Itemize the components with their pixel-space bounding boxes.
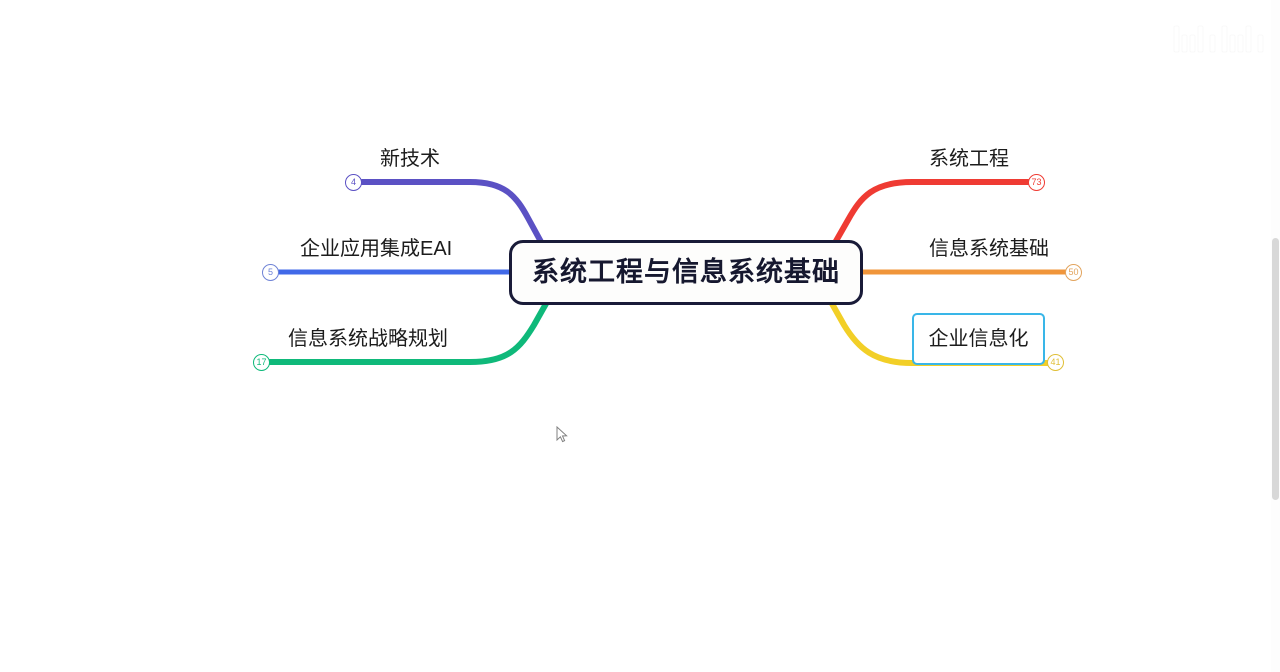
badge-strategic-planning[interactable]: 17 [253, 354, 270, 371]
player-control-bar[interactable] [1050, 10, 1258, 28]
subtitle-icon[interactable] [1050, 10, 1068, 28]
topic-label-eai[interactable]: 企业应用集成EAI [300, 239, 452, 259]
topic-text: 企业应用集成EAI [300, 238, 453, 260]
bilibili-watermark [1172, 22, 1272, 65]
badge-enterprise-informatization[interactable]: 41 [1047, 354, 1064, 371]
topic-text: 信息系统战略规划 [288, 328, 448, 350]
star-icon[interactable] [1202, 10, 1220, 28]
topic-label-new-technology[interactable]: 新技术 [380, 149, 440, 169]
central-node-label: 系统工程与信息系统基础 [532, 257, 840, 287]
badge-count: 17 [256, 357, 267, 367]
selected-node-enterprise-informatization[interactable]: 企业信息化 [912, 313, 1045, 365]
badge-eai[interactable]: 5 [262, 264, 279, 281]
topic-label-is-fundamentals[interactable]: 信息系统基础 [929, 239, 1049, 259]
topic-label-strategic-planning[interactable]: 信息系统战略规划 [288, 329, 448, 349]
topic-text: 信息系统基础 [929, 238, 1049, 260]
badge-count: 41 [1050, 357, 1061, 367]
badge-new-technology[interactable]: 4 [345, 174, 362, 191]
badge-count: 50 [1068, 267, 1079, 277]
badge-count: 5 [267, 267, 273, 277]
badge-is-fundamentals[interactable]: 50 [1065, 264, 1082, 281]
badge-systems-engineering[interactable]: 73 [1028, 174, 1045, 191]
topic-text: 企业信息化 [928, 328, 1029, 350]
mouse-cursor [556, 426, 568, 443]
topic-label-systems-engineering[interactable]: 系统工程 [929, 149, 1009, 169]
widescreen-icon[interactable] [1240, 10, 1258, 28]
badge-count: 73 [1031, 177, 1042, 187]
topic-text: 新技术 [380, 148, 440, 170]
central-node[interactable]: 系统工程与信息系统基础 [509, 240, 863, 305]
vertical-scrollbar-thumb[interactable] [1272, 238, 1279, 500]
badge-count: 4 [350, 177, 356, 187]
contrast-icon[interactable] [1164, 10, 1182, 28]
list-icon[interactable] [1088, 10, 1106, 28]
topic-text: 系统工程 [929, 148, 1009, 170]
clock-icon[interactable] [1126, 10, 1144, 28]
